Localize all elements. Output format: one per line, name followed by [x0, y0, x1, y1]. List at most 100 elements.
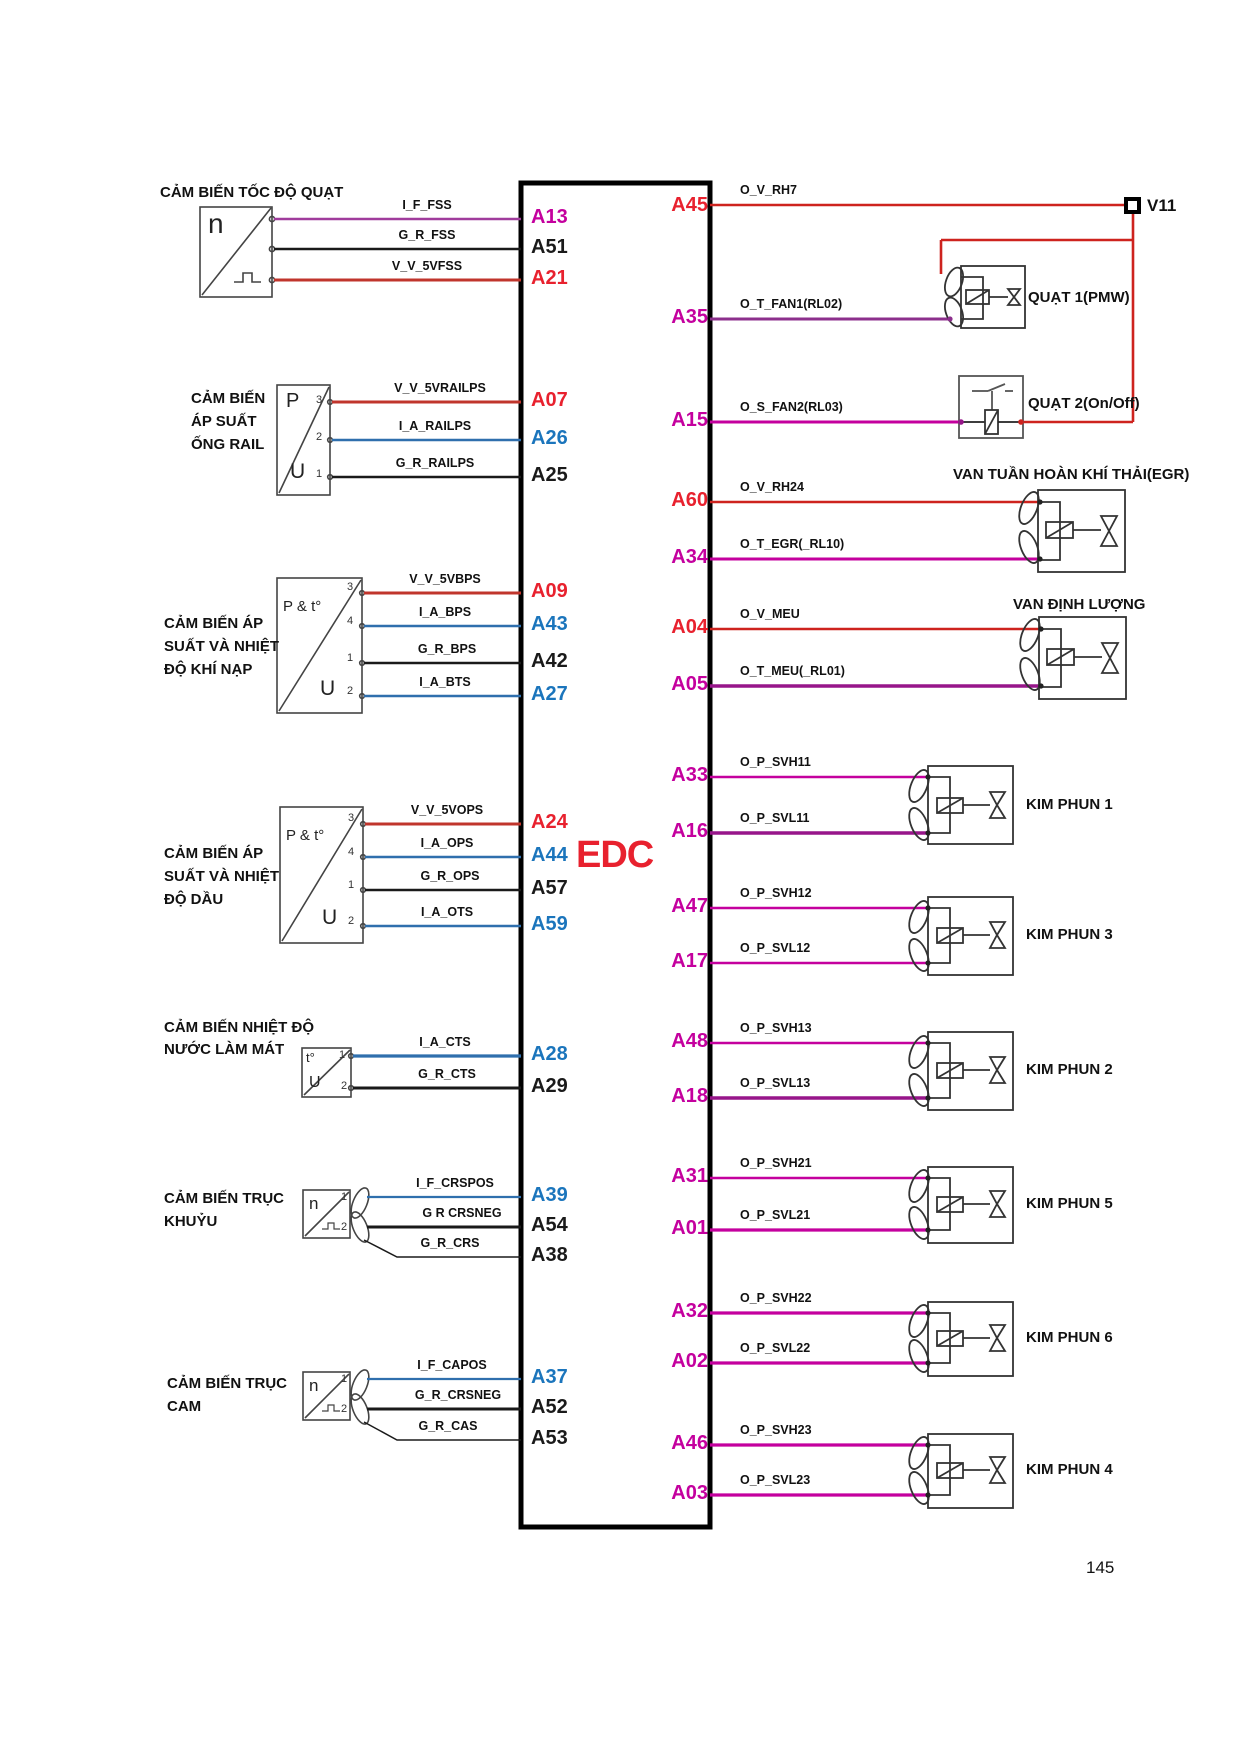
- boost-pin-3: 3: [347, 581, 354, 593]
- edc-pin-a52: A52: [531, 1396, 568, 1418]
- wire-g-r-crs: [363, 1239, 521, 1258]
- signal-label: O_P_SVL21: [740, 1208, 811, 1222]
- crank-pin-1: 1: [341, 1191, 348, 1203]
- edc-pin-a47: A47: [671, 895, 708, 917]
- injector-1-symbol: [908, 765, 1014, 845]
- edc-pin-a18: A18: [671, 1085, 708, 1107]
- oil-sensor-u-icon: U: [322, 906, 338, 929]
- sensor-title-coolant-2: NƯỚC LÀM MÁT: [164, 1041, 285, 1058]
- inj5-dot-top: [925, 1175, 931, 1181]
- boost-pressure-temp-sensor-symbol: [276, 577, 366, 714]
- sensor-title-coolant-1: CẢM BIẾN NHIỆT ĐỘ: [164, 1019, 314, 1036]
- edc-pin-a16: A16: [671, 820, 708, 842]
- signal-label: O_V_MEU: [740, 607, 800, 621]
- crank-pin-2: 2: [341, 1221, 348, 1233]
- signal-label: O_T_EGR(_RL10): [740, 537, 845, 551]
- sensor-title-oil-3: ĐỘ DẦU: [164, 891, 224, 908]
- coolant-sensor-u-icon: U: [309, 1074, 321, 1091]
- signal-label: O_P_SVH13: [740, 1021, 812, 1035]
- egr-valve-symbol: [1018, 489, 1126, 573]
- edc-pin-a03: A03: [671, 1482, 708, 1504]
- oil-pin-1: 1: [348, 879, 355, 891]
- meu-dot-top: [1038, 626, 1044, 632]
- edc-pin-a32: A32: [671, 1300, 708, 1322]
- edc-pin-a60: A60: [671, 489, 708, 511]
- metering-valve-symbol: [1019, 616, 1127, 700]
- edc-pin-a31: A31: [671, 1165, 708, 1187]
- edc-pin-a34: A34: [671, 546, 708, 568]
- edc-pin-a59: A59: [531, 913, 568, 935]
- edc-pin-a29: A29: [531, 1075, 568, 1097]
- injector-6-symbol: [908, 1301, 1014, 1377]
- injector-1-label: KIM PHUN 1: [1026, 796, 1113, 813]
- edc-pin-a17: A17: [671, 950, 708, 972]
- edc-pin-a09: A09: [531, 580, 568, 602]
- sensor-title-rail-3: ỐNG RAIL: [191, 436, 265, 453]
- oil-pressure-temp-sensor-symbol: [279, 806, 367, 944]
- signal-label: G_R_RAILPS: [395, 456, 475, 470]
- edc-pin-a43: A43: [531, 613, 568, 635]
- sensor-title-boost-3: ĐỘ KHÍ NẠP: [164, 661, 253, 678]
- signal-label: V_V_5VBPS: [409, 572, 481, 586]
- signal-label: V_V_5VRAILPS: [394, 381, 486, 395]
- signal-label: I_A_BTS: [419, 675, 471, 689]
- signal-label: G_R_BPS: [417, 642, 477, 656]
- egr-dot-bottom: [1037, 556, 1043, 562]
- fan2-left-dot: [958, 419, 964, 425]
- sensor-title-boost-2: SUẤT VÀ NHIỆT: [164, 638, 280, 655]
- v11-terminal-square: [1124, 197, 1141, 214]
- signal-label: G_R_CTS: [418, 1067, 476, 1081]
- boost-pin-4: 4: [347, 615, 354, 627]
- signal-label: O_V_RH7: [740, 183, 797, 197]
- signal-label: I_F_CAPOS: [417, 1358, 487, 1372]
- edc-pin-a51: A51: [531, 236, 568, 258]
- sensor-title-fan-speed: CẢM BIẾN TỐC ĐỘ QUẠT: [160, 184, 344, 201]
- sensor-title-crank-1: CẢM BIẾN TRỤC: [164, 1190, 284, 1207]
- boost-pin-1: 1: [347, 652, 354, 664]
- edc-pin-a57: A57: [531, 877, 568, 899]
- inj2-dot-bottom: [925, 1095, 931, 1101]
- metering-valve-label: VAN ĐỊNH LƯỢNG: [1013, 596, 1146, 613]
- coolant-pin-2: 2: [341, 1080, 348, 1092]
- sensor-title-oil-1: CẢM BIẾN ÁP: [164, 845, 264, 862]
- camshaft-sensor-symbol: [302, 1369, 370, 1425]
- coolant-sensor-t-icon: t°: [306, 1050, 315, 1065]
- injector-3-label: KIM PHUN 3: [1026, 926, 1113, 943]
- signal-label: O_P_SVH21: [740, 1156, 812, 1170]
- injector-4-symbol: [908, 1433, 1014, 1509]
- signal-label: I_A_CTS: [419, 1035, 471, 1049]
- egr-valve-label: VAN TUẦN HOÀN KHÍ THẢI(EGR): [953, 466, 1190, 483]
- injector-5-label: KIM PHUN 5: [1026, 1195, 1113, 1212]
- signal-label: O_T_MEU(_RL01): [740, 664, 845, 678]
- signal-label: O_V_RH24: [740, 480, 804, 494]
- signal-label: I_A_OTS: [420, 905, 474, 919]
- edc-pin-a54: A54: [531, 1214, 568, 1236]
- sensor-title-cam-1: CẢM BIẾN TRỤC: [167, 1375, 287, 1392]
- inj3-dot-top: [925, 905, 931, 911]
- sensor-title-rail-1: CẢM BIẾN: [191, 390, 266, 407]
- edc-pin-a01: A01: [671, 1217, 708, 1239]
- egr-dot-top: [1037, 499, 1043, 505]
- injector-4-label: KIM PHUN 4: [1026, 1461, 1113, 1478]
- signal-label: O_P_SVH11: [740, 755, 811, 769]
- signal-label: G_R_CRSNEG: [414, 1388, 502, 1402]
- edc-pin-a39: A39: [531, 1184, 568, 1206]
- meu-dot-bottom: [1038, 683, 1044, 689]
- boost-sensor-pt-icon: P & t°: [283, 598, 322, 615]
- edc-box: [518, 180, 713, 1530]
- signal-label: G_R_FSS: [398, 228, 456, 242]
- edc-pin-a42: A42: [531, 650, 568, 672]
- edc-pin-a02: A02: [671, 1350, 708, 1372]
- edc-pin-a33: A33: [671, 764, 708, 786]
- edc-pin-a15: A15: [671, 409, 708, 431]
- signal-label: O_S_FAN2(RL03): [740, 400, 843, 414]
- signal-label: O_P_SVL13: [740, 1076, 811, 1090]
- sensor-title-crank-2: KHUỶU: [164, 1213, 218, 1230]
- cam-pin-2: 2: [341, 1403, 348, 1415]
- inj6-dot-bottom: [925, 1360, 931, 1366]
- cam-pin-1: 1: [341, 1373, 348, 1385]
- fan1-wire-dot: [947, 316, 953, 322]
- coolant-temp-sensor-symbol: [301, 1047, 355, 1098]
- sensor-title-oil-2: SUẤT VÀ NHIỆT: [164, 868, 280, 885]
- sensor-title-boost-1: CẢM BIẾN ÁP: [164, 615, 264, 632]
